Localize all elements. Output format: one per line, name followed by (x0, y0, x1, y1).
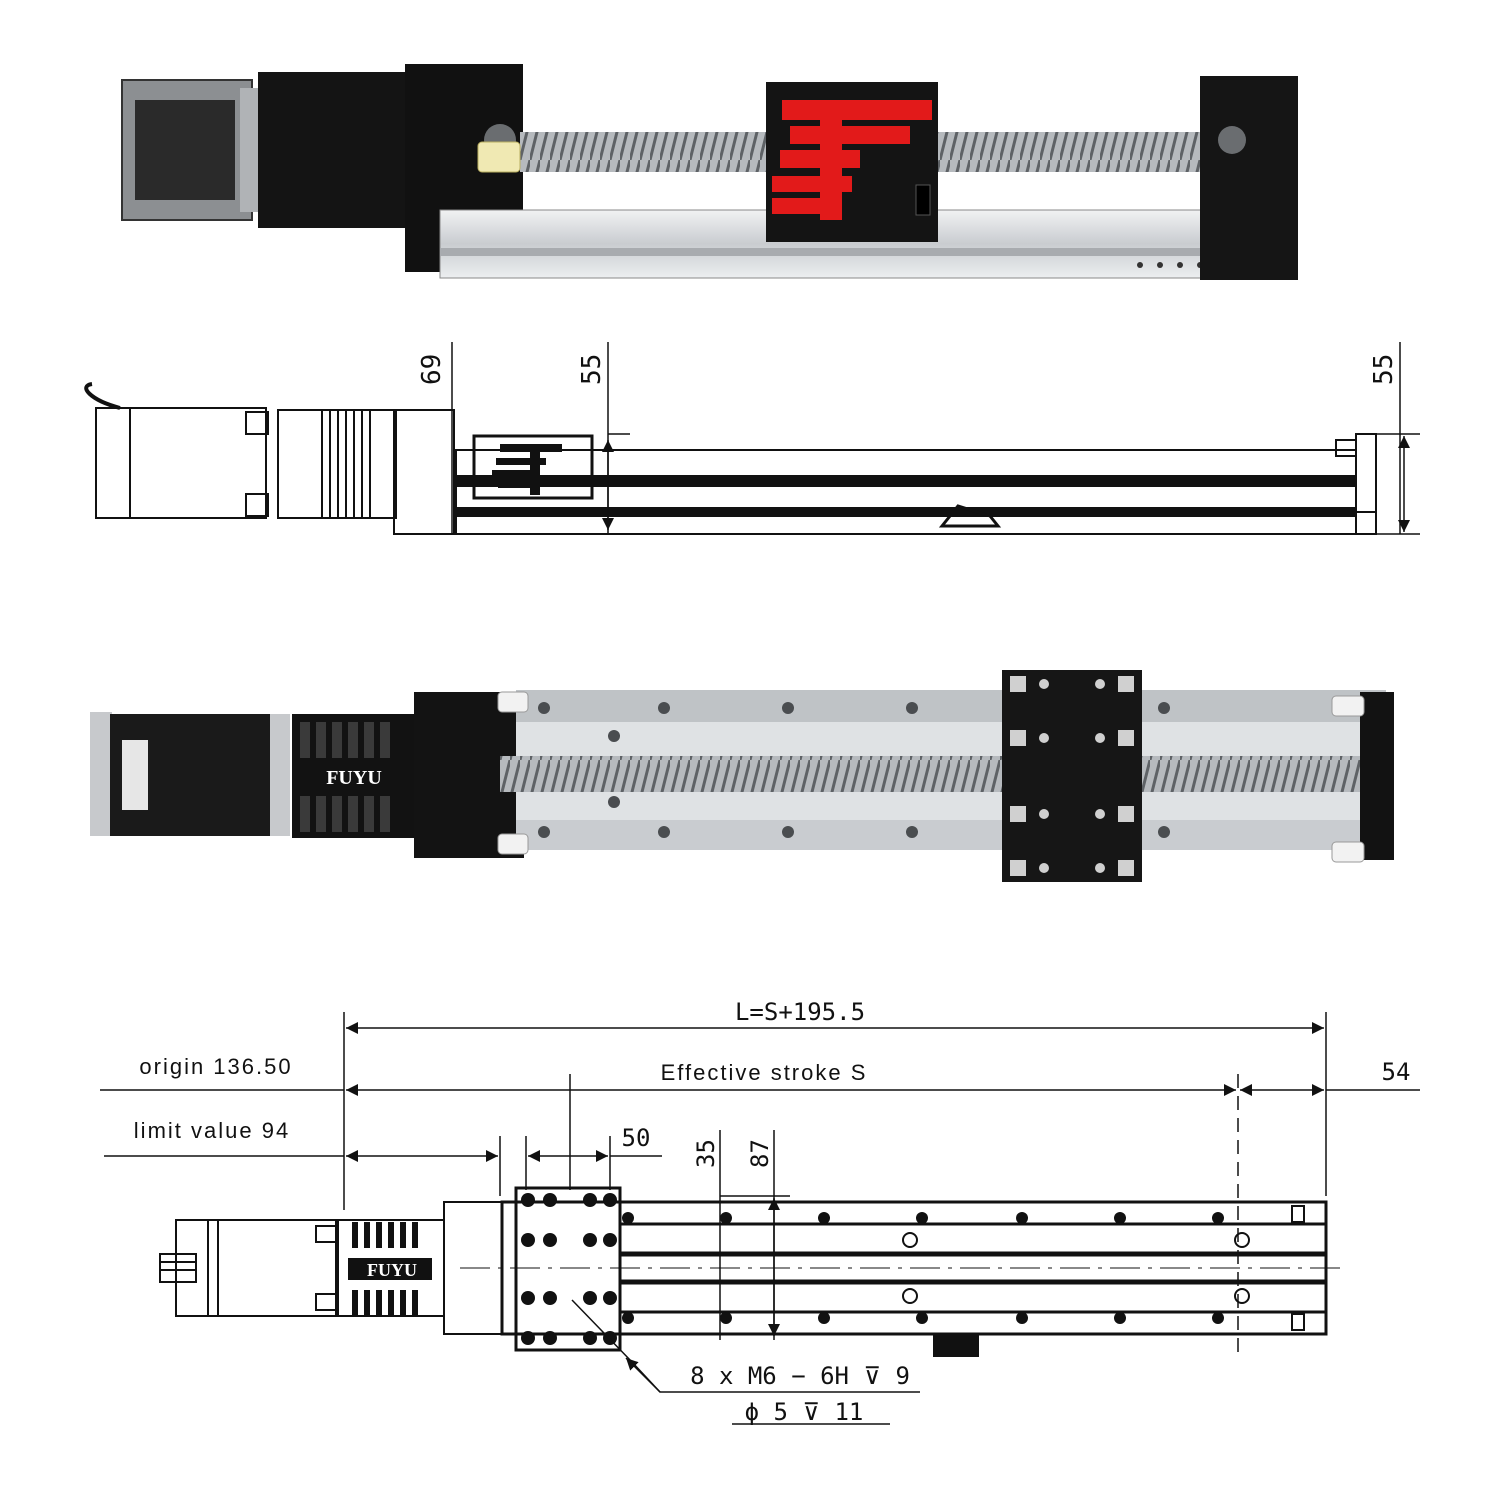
mid-housing-ribs (300, 722, 390, 832)
mid-rail-bolts (538, 702, 1170, 838)
limit-sensor (915, 184, 931, 216)
plan-mount-hole-4 (1234, 1288, 1250, 1304)
mid-carriage-plate (1002, 670, 1142, 882)
end-offset-label: 54 (1382, 1058, 1411, 1086)
side-carriage (472, 434, 594, 500)
hole-spec-label: ϕ 5 ⊽ 11 (745, 1398, 864, 1426)
side-end-cap (1355, 433, 1377, 535)
side-motor-tab-top (245, 411, 269, 435)
mid-bumper-br (1331, 841, 1365, 863)
plan-connector (159, 1253, 197, 1283)
hole-pitch-y-outer-label: 87 (746, 1139, 774, 1168)
plan-mount-hole-3 (1234, 1232, 1250, 1248)
mid-end-cap (1360, 692, 1394, 860)
effective-stroke-label: Effective stroke S (661, 1060, 868, 1085)
origin-label: origin 136.50 (139, 1054, 292, 1079)
photo-top-view (121, 64, 1298, 280)
plan-rail-bolts (622, 1212, 1224, 1324)
plan-mount-hole-1 (902, 1232, 918, 1248)
stepper-motor (121, 79, 258, 221)
plan-motor-body (175, 1219, 337, 1317)
side-view-drawing (84, 342, 1420, 535)
plan-brand-label: FUYU (367, 1260, 417, 1280)
plan-carriage (514, 1186, 622, 1352)
plan-carriage-holes (521, 1193, 617, 1345)
mid-brand-label: FUYU (326, 767, 382, 789)
end-block-right (1200, 76, 1298, 280)
brand-logo-mark (772, 100, 932, 220)
side-logo-mark (492, 444, 562, 495)
motor-housing (258, 72, 408, 228)
plan-mount-hole-2 (902, 1288, 918, 1304)
dim-55-carriage-label: 55 (577, 354, 607, 385)
side-motor-tab-bottom (245, 493, 269, 517)
mid-motor-flange (90, 712, 112, 836)
mid-rail-bottom-strip (516, 820, 1386, 850)
mid-ball-screw (500, 756, 1370, 792)
side-housing-ribs (321, 410, 371, 518)
side-motor-body (95, 407, 267, 519)
bearing-right (1218, 126, 1246, 154)
mid-carriage-holes (1010, 676, 1134, 876)
plan-limit-switch (933, 1335, 979, 1357)
mid-rail-top-strip (516, 690, 1386, 722)
dim-69-label: 69 (417, 354, 447, 385)
photo-plan-view: FUYU (90, 670, 1394, 882)
side-limit-switch (938, 504, 1002, 528)
side-end-block (393, 409, 455, 535)
plan-view-drawing (100, 1012, 1420, 1425)
mid-bumper-tl (497, 691, 529, 713)
coupler-left (477, 141, 521, 173)
mid-bumper-bl (497, 833, 529, 855)
mid-bumper-tr (1331, 695, 1365, 717)
dim-55-end-label: 55 (1369, 354, 1399, 385)
hole-pitch-x-label: 50 (622, 1124, 651, 1152)
plan-housing-ribs (348, 1222, 432, 1316)
motor-cable (84, 382, 121, 410)
thread-spec-label: 8 x M6 − 6H ⊽ 9 (690, 1362, 910, 1390)
hole-pitch-y-inner-label: 35 (692, 1139, 720, 1168)
limit-value-label: limit value 94 (134, 1118, 290, 1143)
overall-length-label: L=S+195.5 (735, 998, 865, 1026)
